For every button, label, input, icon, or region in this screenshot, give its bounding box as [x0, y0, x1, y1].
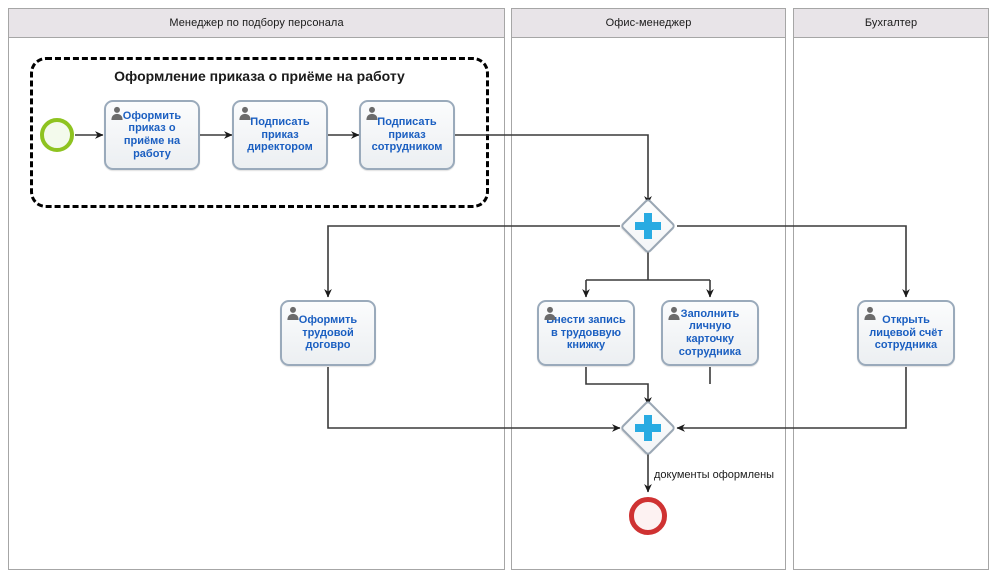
lane-title-office-manager: Офис-менеджер	[605, 17, 692, 29]
task-label: Открыть лицевой счёт сотрудника	[869, 314, 943, 352]
user-task-icon	[544, 306, 556, 320]
lane-title-recruiter: Менеджер по подбору персонала	[169, 17, 344, 29]
user-task-icon	[668, 306, 680, 320]
task-label: Оформить приказ о приёме на работу	[122, 109, 182, 160]
lane-header-accountant: Бухгалтер	[793, 8, 989, 38]
user-task-icon	[239, 106, 251, 120]
gateway-join-plus-icon-v	[644, 415, 652, 441]
lane-header-office-manager: Офис-менеджер	[511, 8, 786, 38]
user-task-icon	[366, 106, 378, 120]
task-sign-director[interactable]: Подписать приказ директором	[232, 100, 328, 170]
user-task-icon	[111, 106, 123, 120]
lane-title-accountant: Бухгалтер	[864, 17, 918, 29]
gateway-parallel-split[interactable]	[619, 197, 677, 255]
gateway-parallel-join[interactable]	[619, 399, 677, 457]
task-label: Заполнить личную карточку сотрудника	[678, 307, 742, 358]
subprocess-title: Оформление приказа о приёме на работу	[114, 68, 405, 84]
flow-label-documents-done: документы оформлены	[654, 469, 775, 481]
task-open-account[interactable]: Открыть лицевой счёт сотрудника	[857, 300, 955, 366]
end-event[interactable]	[629, 497, 667, 535]
lane-accountant[interactable]	[793, 8, 989, 570]
user-task-icon	[864, 306, 876, 320]
task-label: Внести запись в трудоввую книжку	[546, 314, 626, 352]
task-personal-card[interactable]: Заполнить личную карточку сотрудника	[661, 300, 759, 366]
task-label: Подписать приказ сотрудником	[371, 116, 443, 154]
task-label: Оформить трудовой договро	[298, 314, 358, 352]
user-task-icon	[287, 306, 299, 320]
subprocess-boundary[interactable]	[30, 57, 489, 208]
start-event[interactable]	[40, 118, 74, 152]
lane-office-manager[interactable]	[511, 8, 786, 570]
task-sign-employee[interactable]: Подписать приказ сотрудником	[359, 100, 455, 170]
task-issue-order[interactable]: Оформить приказ о приёме на работу	[104, 100, 200, 170]
task-label: Подписать приказ директором	[247, 116, 313, 154]
lane-header-recruiter: Менеджер по подбору персонала	[8, 8, 505, 38]
gateway-split-plus-icon-v	[644, 213, 652, 239]
task-workbook-entry[interactable]: Внести запись в трудоввую книжку	[537, 300, 635, 366]
task-labor-contract[interactable]: Оформить трудовой договро	[280, 300, 376, 366]
